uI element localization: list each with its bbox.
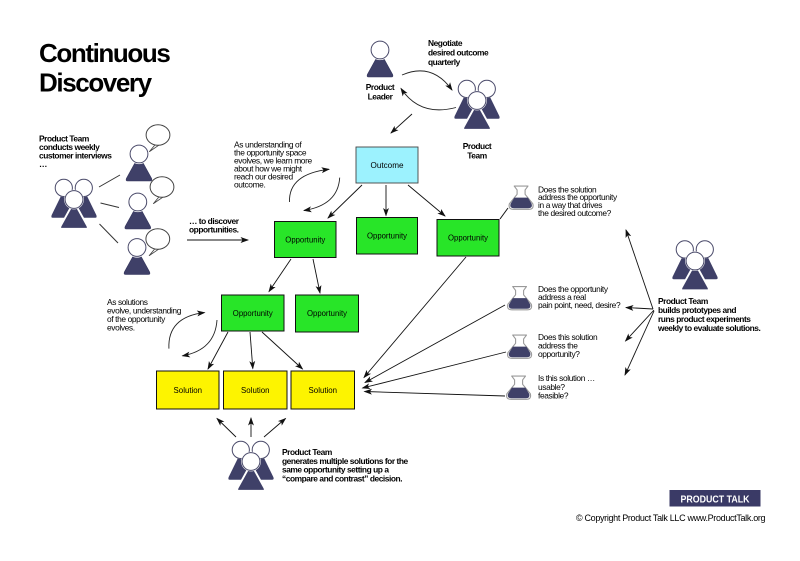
svg-text:Product Team: Product Team [282,447,332,457]
svg-text:Opportunity: Opportunity [448,233,489,243]
svg-text:address the opportunity: address the opportunity [538,192,618,202]
svg-text:Solution: Solution [309,385,338,395]
svg-text:Opportunity: Opportunity [285,235,326,245]
svg-text:Opportunity: Opportunity [307,308,348,318]
svg-text:Leader: Leader [368,92,394,102]
svg-text:the desired outcome?: the desired outcome? [538,208,612,218]
svg-text:evolves.: evolves. [107,323,135,333]
svg-text:Solution: Solution [174,385,203,395]
svg-text:address a real: address a real [538,292,586,302]
svg-text:address the: address the [538,341,578,351]
svg-text:desired outcome: desired outcome [428,48,489,58]
svg-text:builds prototypes and: builds prototypes and [658,305,736,315]
svg-text:Discovery: Discovery [39,68,153,98]
svg-text:Product: Product [463,141,492,151]
svg-text:Opportunity: Opportunity [367,231,408,241]
svg-text:weekly to evaluate solutions.: weekly to evaluate solutions. [657,323,760,333]
svg-text:feasible?: feasible? [538,390,569,400]
svg-text:about how we might: about how we might [234,164,303,174]
svg-text:outcome.: outcome. [234,180,265,190]
svg-text:Product Team: Product Team [39,134,89,144]
svg-text:Does this solution: Does this solution [538,332,598,342]
svg-text:opportunities.: opportunities. [189,225,239,235]
svg-text:… to discover: … to discover [189,216,240,226]
svg-text:Does the solution: Does the solution [538,184,597,194]
svg-text:pain point, need, desire?: pain point, need, desire? [538,300,621,310]
svg-text:As understanding of: As understanding of [234,140,302,150]
svg-text:Product Team: Product Team [658,296,708,306]
svg-text:…: … [39,159,47,169]
svg-text:Opportunity: Opportunity [233,308,274,318]
svg-text:customer interviews: customer interviews [39,151,112,161]
svg-text:Product: Product [366,82,395,92]
svg-text:As solutions: As solutions [107,297,148,307]
svg-text:evolves, we learn more: evolves, we learn more [234,156,312,166]
svg-text:Continuous: Continuous [39,38,170,68]
svg-text:Is this solution …: Is this solution … [538,373,595,383]
svg-text:opportunity?: opportunity? [538,349,580,359]
svg-text:Outcome: Outcome [371,160,404,170]
svg-text:reach our desired: reach our desired [234,172,293,182]
svg-text:usable?: usable? [538,382,565,392]
svg-text:“compare and contrast” decisio: “compare and contrast” decision. [282,473,402,483]
svg-text:of the opportunity: of the opportunity [107,314,166,324]
svg-text:PRODUCT TALK: PRODUCT TALK [681,494,750,506]
svg-text:conducts weekly: conducts weekly [39,142,100,152]
svg-text:Solution: Solution [241,385,270,395]
svg-text:evolve, understanding: evolve, understanding [107,306,182,316]
svg-text:the opportunity space: the opportunity space [234,148,307,158]
svg-text:© Copyright Product Talk LLC w: © Copyright Product Talk LLC www.Product… [576,513,766,523]
svg-text:in a way that drives: in a way that drives [538,200,602,210]
svg-text:Team: Team [467,151,486,161]
svg-text:generates multiple solutions f: generates multiple solutions for the [282,456,409,466]
svg-text:quarterly: quarterly [428,57,461,67]
svg-text:Does the opportunity: Does the opportunity [538,284,609,294]
svg-text:Negotiate: Negotiate [428,38,463,48]
svg-text:runs product experiments: runs product experiments [658,314,751,324]
svg-text:same opportunity setting up a: same opportunity setting up a [282,465,389,475]
